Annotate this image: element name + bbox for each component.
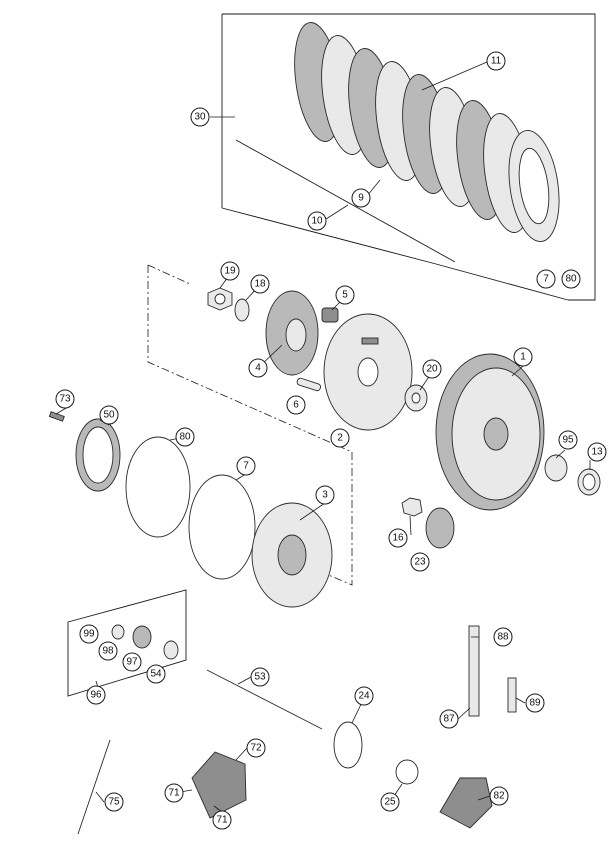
callout-10: 10	[307, 211, 327, 231]
svg-text:72: 72	[250, 743, 262, 754]
svg-text:82: 82	[493, 791, 505, 802]
parts	[48, 287, 601, 835]
callout-88: 88	[493, 627, 513, 647]
svg-text:11: 11	[491, 56, 502, 67]
callout-16: 16	[388, 528, 408, 548]
svg-text:7: 7	[243, 461, 249, 472]
svg-text:71: 71	[168, 788, 180, 799]
svg-text:16: 16	[392, 533, 404, 544]
callout-25: 25	[380, 792, 400, 812]
svg-text:9: 9	[358, 193, 364, 204]
svg-text:1: 1	[520, 352, 526, 363]
svg-text:75: 75	[108, 797, 120, 808]
svg-text:24: 24	[358, 691, 370, 702]
svg-text:95: 95	[562, 435, 574, 446]
callout-13: 13	[587, 442, 607, 462]
clutch-pack-frame	[221, 13, 596, 301]
svg-text:88: 88	[497, 632, 509, 643]
callout-89: 89	[525, 693, 545, 713]
svg-text:10: 10	[311, 216, 323, 227]
callout-2: 2	[330, 428, 350, 448]
svg-text:80: 80	[179, 432, 191, 443]
svg-text:73: 73	[59, 394, 71, 405]
callout-87: 87	[439, 709, 459, 729]
svg-text:54: 54	[150, 669, 162, 680]
callout-30: 30	[190, 107, 210, 127]
callout-23: 23	[410, 552, 430, 572]
callout-75: 75	[104, 792, 124, 812]
callout-95: 95	[558, 430, 578, 450]
callout-50: 50	[99, 405, 119, 425]
svg-text:3: 3	[322, 490, 328, 501]
svg-text:19: 19	[224, 266, 236, 277]
svg-text:71: 71	[216, 815, 228, 826]
callout-72: 72	[246, 738, 266, 758]
callout-80-a: 80	[561, 269, 581, 289]
callout-96: 96	[86, 685, 106, 705]
callout-9: 9	[351, 188, 371, 208]
clutch-disc-stack	[294, 22, 560, 243]
callout-71-b: 71	[212, 810, 232, 830]
callout-19: 19	[220, 261, 240, 281]
callouts: 1 2 3 4 5 6 7 7 9 10 11	[55, 51, 607, 830]
svg-text:13: 13	[591, 447, 603, 458]
svg-text:50: 50	[103, 410, 115, 421]
svg-text:4: 4	[255, 363, 261, 374]
svg-text:98: 98	[102, 646, 114, 657]
callout-4: 4	[248, 358, 268, 378]
svg-text:18: 18	[254, 279, 266, 290]
svg-text:23: 23	[414, 557, 426, 568]
callout-24: 24	[354, 686, 374, 706]
callout-11: 11	[486, 51, 506, 71]
callout-7-b: 7	[236, 456, 256, 476]
svg-text:99: 99	[83, 629, 95, 640]
callout-53: 53	[250, 667, 270, 687]
svg-text:96: 96	[90, 690, 102, 701]
svg-text:7: 7	[543, 274, 549, 285]
svg-text:6: 6	[293, 400, 299, 411]
callout-3: 3	[315, 485, 335, 505]
svg-text:53: 53	[254, 672, 266, 683]
svg-text:80: 80	[565, 274, 577, 285]
svg-text:20: 20	[426, 364, 438, 375]
callout-98: 98	[98, 641, 118, 661]
svg-text:2: 2	[337, 433, 343, 444]
svg-text:30: 30	[194, 112, 206, 123]
callout-5: 5	[335, 285, 355, 305]
callout-54: 54	[146, 664, 166, 684]
callout-18: 18	[250, 274, 270, 294]
callout-71-a: 71	[164, 783, 184, 803]
callout-97: 97	[122, 652, 142, 672]
callout-1: 1	[513, 347, 533, 367]
callout-20: 20	[422, 359, 442, 379]
callout-6: 6	[286, 395, 306, 415]
svg-text:89: 89	[529, 698, 541, 709]
svg-text:5: 5	[342, 290, 348, 301]
svg-text:87: 87	[443, 714, 455, 725]
callout-99: 99	[79, 624, 99, 644]
callout-7-a: 7	[536, 269, 556, 289]
svg-text:25: 25	[384, 797, 396, 808]
callout-82: 82	[489, 786, 509, 806]
callout-80-b: 80	[175, 427, 195, 447]
svg-text:97: 97	[126, 657, 138, 668]
callout-73: 73	[55, 389, 75, 409]
